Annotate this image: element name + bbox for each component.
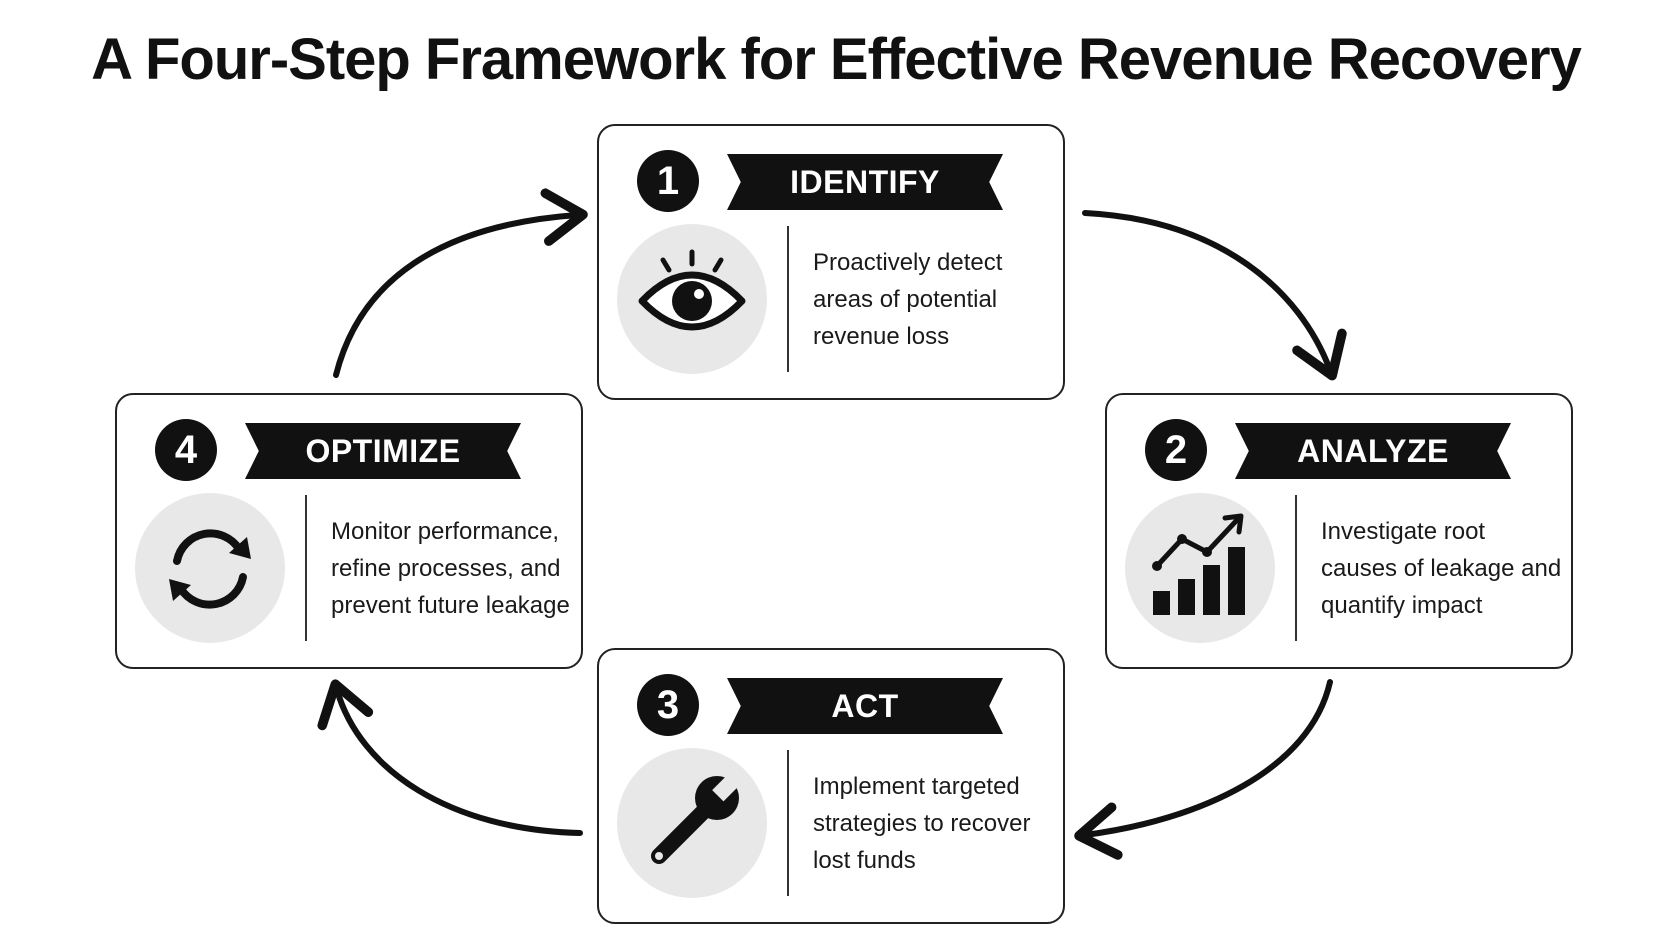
diagram-title: A Four-Step Framework for Effective Reve… — [91, 27, 1582, 92]
step-number-badge: 2 — [1145, 419, 1207, 481]
step-description: Proactively detect areas of potential re… — [813, 249, 1003, 350]
step-label-banner: OPTIMIZE — [245, 423, 521, 479]
step-number-badge: 3 — [637, 674, 699, 736]
arrow-act-to-optimize — [317, 679, 583, 836]
step-label-banner: IDENTIFY — [727, 154, 1003, 210]
arrow-identify-to-analyze — [1082, 210, 1347, 381]
step-description: Investigate root causes of leakage and q… — [1321, 518, 1562, 619]
arrow-optimize-to-identify — [333, 188, 588, 378]
card-divider — [787, 226, 789, 372]
step-number-badge: 4 — [155, 419, 217, 481]
step-card-identify: 1 IDENTIFY Proactively detect areas of p… — [597, 124, 1065, 400]
step-description: Implement targeted strategies to recover… — [813, 773, 1031, 874]
step-card-act: 3 ACT Implement targeted strategies to r… — [597, 648, 1065, 924]
bar-chart-trend-icon — [1125, 493, 1275, 643]
eye-icon — [617, 224, 767, 374]
step-description: Monitor performance, refine processes, a… — [331, 518, 570, 619]
wrench-icon — [617, 748, 767, 898]
card-divider — [1295, 495, 1297, 641]
card-divider — [305, 495, 307, 641]
refresh-cycle-icon — [135, 493, 285, 643]
step-number-badge: 1 — [637, 150, 699, 212]
arrow-analyze-to-act — [1074, 679, 1333, 860]
step-label-banner: ANALYZE — [1235, 423, 1511, 479]
step-label-banner: ACT — [727, 678, 1003, 734]
step-card-optimize: 4 OPTIMIZE Monitor performance, refine p… — [115, 393, 583, 669]
card-divider — [787, 750, 789, 896]
step-card-analyze: 2 ANALYZE Investigate root causes of lea… — [1105, 393, 1573, 669]
